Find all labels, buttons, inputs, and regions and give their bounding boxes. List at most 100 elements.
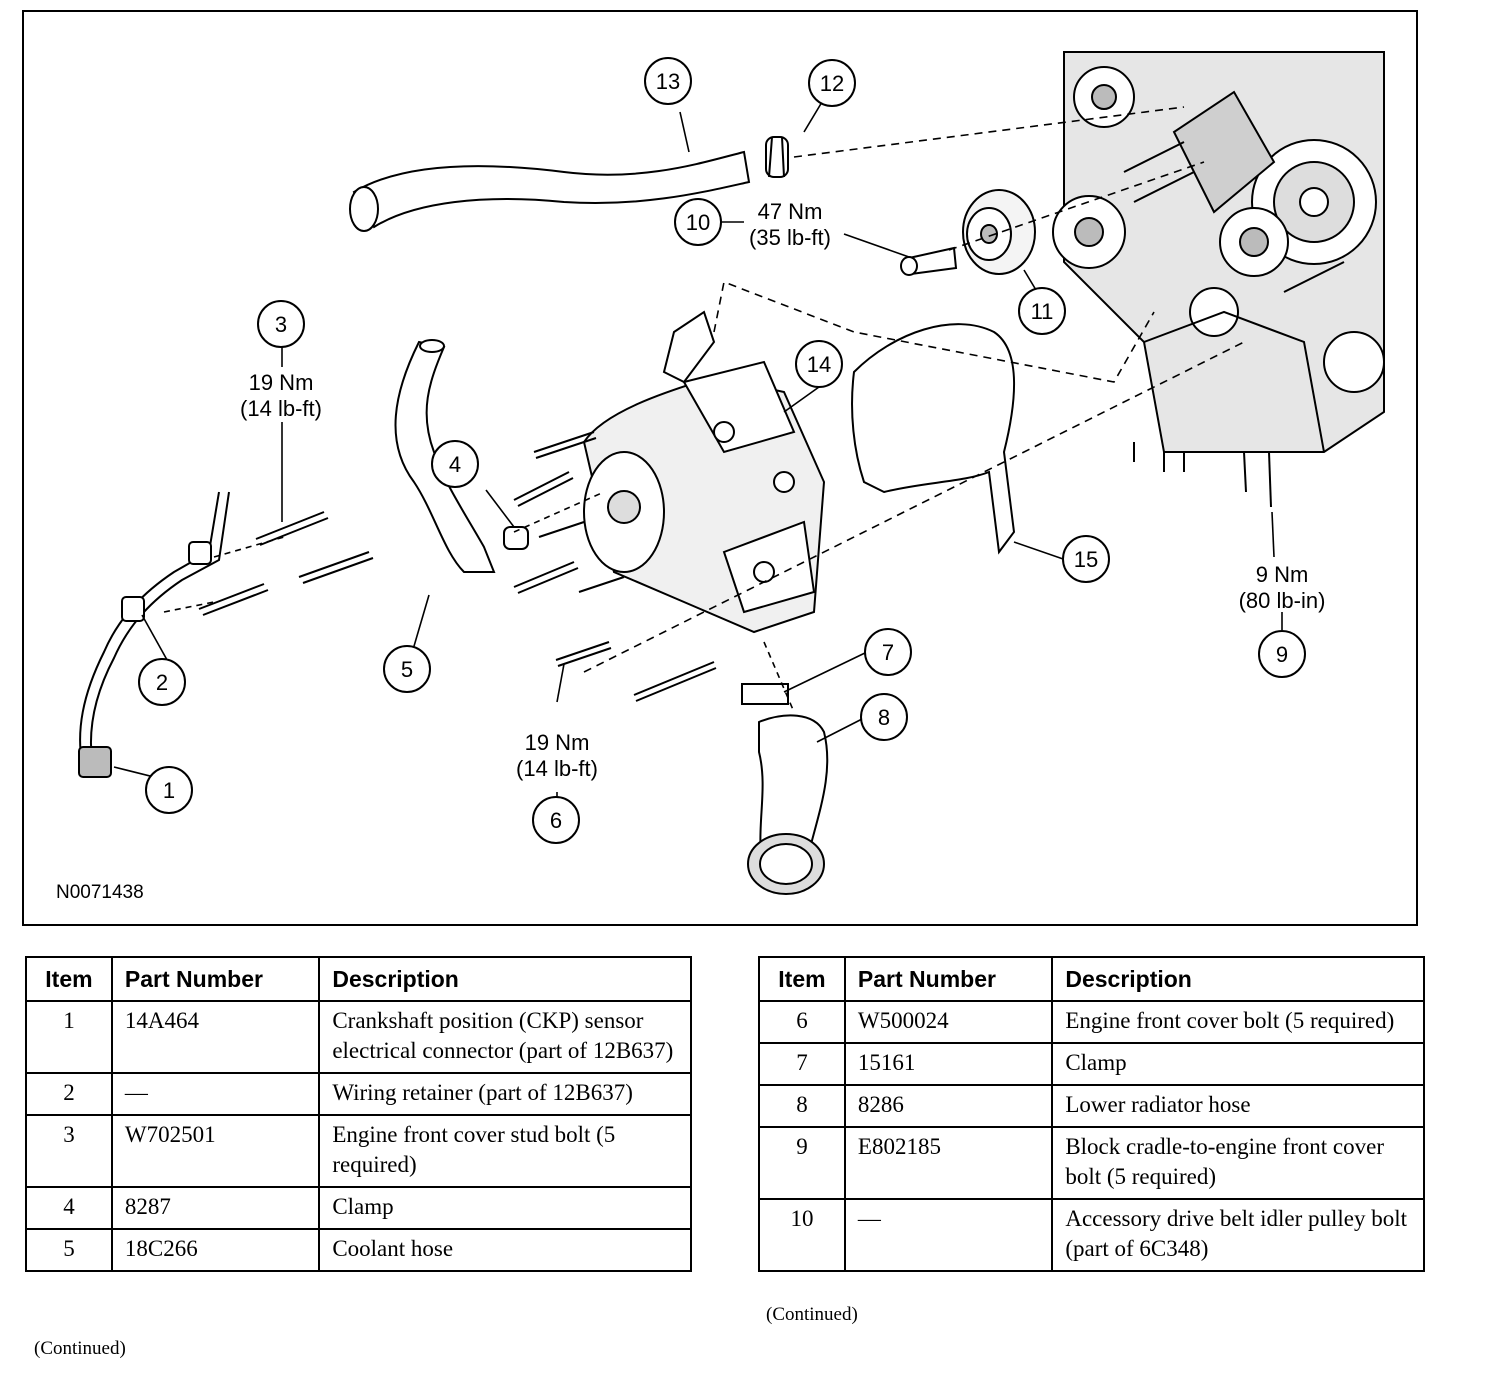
leader-lines — [113, 81, 1283, 807]
continued-note-right: (Continued) — [766, 1304, 858, 1325]
torque-3-nm: 19 Nm — [249, 370, 314, 395]
description-cell: Wiring retainer (part of 12B637) — [318, 1072, 692, 1116]
callout-9: 9 — [1258, 630, 1306, 678]
torque-6-lbft: (14 lb-ft) — [516, 756, 598, 781]
item-cell: 10 — [758, 1198, 846, 1272]
svg-text:1: 1 — [163, 778, 175, 803]
item-cell: 8 — [758, 1084, 846, 1128]
table-row: 8 8286 Lower radiator hose — [758, 1084, 1425, 1128]
bolts-drawing — [198, 431, 717, 702]
callout-10: 10 — [674, 198, 722, 246]
table-row: 3 W702501 Engine front cover stud bolt (… — [25, 1114, 692, 1188]
callout-5: 5 — [383, 645, 431, 693]
item-cell: 5 — [25, 1228, 113, 1272]
svg-text:2: 2 — [156, 670, 168, 695]
svg-text:9: 9 — [1276, 642, 1288, 667]
table-row: 1 14A464 Crankshaft position (CKP) senso… — [25, 1000, 692, 1074]
part-number-cell: 18C266 — [110, 1228, 321, 1272]
description-cell: Lower radiator hose — [1051, 1084, 1425, 1128]
description-cell: Engine front cover bolt (5 required) — [1051, 1000, 1425, 1044]
item-cell: 4 — [25, 1186, 113, 1230]
part-number-cell: — — [843, 1198, 1054, 1272]
part-number-cell: 8287 — [110, 1186, 321, 1230]
header-item: Item — [758, 956, 846, 1002]
table-row: 5 18C266 Coolant hose — [25, 1228, 692, 1272]
svg-text:8: 8 — [878, 705, 890, 730]
svg-text:11: 11 — [1031, 299, 1054, 324]
exploded-view-diagram: 1 2 3 4 5 6 7 8 9 10 11 12 13 14 15 19 N… — [22, 10, 1418, 926]
front-cover-drawing — [582, 310, 826, 634]
svg-text:3: 3 — [275, 312, 287, 337]
engine-block-drawing — [1052, 51, 1385, 508]
table-header-row: Item Part Number Description — [758, 956, 1425, 1002]
parts-table-left: Item Part Number Description 1 14A464 Cr… — [25, 956, 692, 1272]
torque-labels: 19 Nm (14 lb-ft) 19 Nm (14 lb-ft) 9 Nm (… — [240, 199, 1325, 781]
description-cell: Block cradle-to-engine front cover bolt … — [1051, 1126, 1425, 1200]
callout-2: 2 — [138, 658, 186, 706]
table-row: 4 8287 Clamp — [25, 1186, 692, 1230]
torque-9-nm: 9 Nm — [1256, 562, 1309, 587]
table-header-row: Item Part Number Description — [25, 956, 692, 1002]
svg-text:4: 4 — [449, 452, 461, 477]
svg-text:14: 14 — [807, 352, 831, 377]
header-description: Description — [1051, 956, 1425, 1002]
gasket-drawing — [851, 323, 1016, 555]
description-cell: Clamp — [1051, 1042, 1425, 1086]
diagram-canvas: 1 2 3 4 5 6 7 8 9 10 11 12 13 14 15 19 N… — [56, 51, 1385, 903]
header-item: Item — [25, 956, 113, 1002]
item-cell: 6 — [758, 1000, 846, 1044]
svg-text:6: 6 — [550, 808, 562, 833]
callout-6: 6 — [532, 796, 580, 844]
parts-table-right: Item Part Number Description 6 W500024 E… — [758, 956, 1425, 1272]
part-number-cell: 8286 — [843, 1084, 1054, 1128]
table-row: 6 W500024 Engine front cover bolt (5 req… — [758, 1000, 1425, 1044]
callout-14: 14 — [795, 340, 843, 388]
svg-text:7: 7 — [882, 640, 894, 665]
item-cell: 2 — [25, 1072, 113, 1116]
item-cell: 3 — [25, 1114, 113, 1188]
torque-9-lbin: (80 lb-in) — [1239, 588, 1326, 613]
description-cell: Clamp — [318, 1186, 692, 1230]
callout-8: 8 — [860, 693, 908, 741]
callout-7: 7 — [864, 628, 912, 676]
header-part-number: Part Number — [110, 956, 321, 1002]
header-part-number: Part Number — [843, 956, 1054, 1002]
item-cell: 9 — [758, 1126, 846, 1200]
callout-3: 3 — [257, 300, 305, 348]
part-number-cell: W500024 — [843, 1000, 1054, 1044]
part-number-cell: 15161 — [843, 1042, 1054, 1086]
continued-note-left: (Continued) — [34, 1338, 126, 1359]
table-row: 10 — Accessory drive belt idler pulley b… — [758, 1198, 1425, 1272]
torque-6-nm: 19 Nm — [525, 730, 590, 755]
callout-12: 12 — [808, 59, 856, 107]
clamp-drawing — [503, 526, 529, 550]
lower-radiator-hose-drawing — [741, 683, 829, 895]
torque-10-lbft: (35 lb-ft) — [749, 225, 831, 250]
callout-1: 1 — [145, 766, 193, 814]
table-row: 2 — Wiring retainer (part of 12B637) — [25, 1072, 692, 1116]
idler-pulley-drawing — [900, 189, 1036, 276]
svg-text:15: 15 — [1074, 547, 1098, 572]
callout-15: 15 — [1062, 535, 1110, 583]
part-number-cell: W702501 — [110, 1114, 321, 1188]
svg-text:10: 10 — [686, 210, 710, 235]
svg-text:12: 12 — [820, 71, 844, 96]
header-description: Description — [318, 956, 692, 1002]
figure-id: N0071438 — [56, 882, 144, 903]
callout-13: 13 — [644, 57, 692, 105]
ckp-sensor-wiring-drawing — [78, 491, 230, 778]
description-cell: Coolant hose — [318, 1228, 692, 1272]
callout-11: 11 — [1018, 287, 1066, 335]
part-number-cell: E802185 — [843, 1126, 1054, 1200]
svg-text:5: 5 — [401, 657, 413, 682]
torque-10-nm: 47 Nm — [758, 199, 823, 224]
coolant-hose-drawing — [394, 340, 496, 573]
part-number-cell: 14A464 — [110, 1000, 321, 1074]
callout-4: 4 — [431, 440, 479, 488]
torque-3-lbft: (14 lb-ft) — [240, 396, 322, 421]
table-row: 9 E802185 Block cradle-to-engine front c… — [758, 1126, 1425, 1200]
part-number-cell: — — [110, 1072, 321, 1116]
table-row: 7 15161 Clamp — [758, 1042, 1425, 1086]
description-cell: Engine front cover stud bolt (5 required… — [318, 1114, 692, 1188]
callouts: 1 2 3 4 5 6 7 8 9 10 11 12 13 14 15 — [138, 57, 1306, 844]
